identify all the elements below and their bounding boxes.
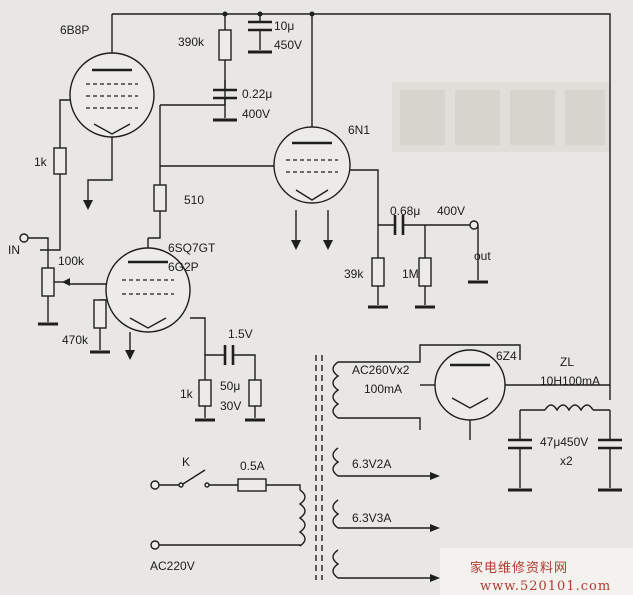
pot-100k-label: 100k: [58, 254, 85, 268]
resistor-470k-label: 470k: [62, 333, 89, 347]
switch-label: K: [182, 455, 190, 469]
secondary-hv-label: AC260Vx2: [352, 363, 410, 377]
cap-10u-label: 10μ: [274, 19, 294, 33]
heater-1-label: 6.3V2A: [352, 457, 391, 471]
tube-v1: [40, 14, 155, 251]
watermark-text: 家电维修资料网: [470, 560, 568, 576]
resistor-390k-label: 390k: [178, 35, 205, 49]
resistor-39k: [368, 225, 388, 309]
input-label: IN: [8, 243, 20, 257]
rectifier-6z4: [420, 349, 610, 440]
cathode-network: [195, 340, 265, 422]
filter-capacitors: [508, 410, 622, 492]
resistor-1m: [415, 225, 435, 309]
cap-50u-label: 50μ: [220, 379, 240, 393]
mains-input: [150, 469, 301, 550]
cap-022u-voltage: 400V: [242, 107, 270, 121]
capacitor-068u: [393, 215, 479, 235]
output-jack: [468, 225, 488, 284]
cap-10u-voltage: 450V: [274, 38, 302, 52]
resistor-39k-label: 39k: [344, 267, 364, 281]
choke-rating: 10H100mA: [540, 374, 600, 388]
cap-022u-label: 0.22μ: [242, 87, 272, 101]
choke-label: ZL: [560, 355, 574, 369]
input-jack: [19, 233, 70, 326]
cap-15v-label: 1.5V: [228, 327, 253, 341]
watermark: [440, 548, 633, 595]
top-rail: [112, 11, 611, 400]
filter-cap-label: 47μ450V: [540, 435, 588, 449]
v3-label-a: 6SQ7GT: [168, 241, 216, 255]
tube-v2: [160, 14, 395, 250]
power-transformer: [298, 344, 521, 582]
resistor-510: [83, 105, 167, 239]
v3-label-b: 6G2P: [168, 260, 199, 274]
choke-zl: [520, 404, 610, 412]
cap-068u-label: 0.68μ: [390, 204, 420, 218]
resistor-1k-top: [53, 147, 67, 175]
resistor-1k-top-label: 1k: [34, 155, 48, 169]
filter-cap-count: x2: [560, 454, 573, 468]
resistor-510-label: 510: [184, 193, 204, 207]
cap-068u-voltage: 400V: [437, 204, 465, 218]
v1-label: 6B8P: [60, 23, 89, 37]
cap-50u-voltage: 30V: [220, 399, 241, 413]
tube-v3: [70, 238, 206, 360]
secondary-hv-current: 100mA: [364, 382, 402, 396]
heater-2-label: 6.3V3A: [352, 511, 391, 525]
v2-label: 6N1: [348, 123, 370, 137]
capacitor-022u: [213, 80, 237, 122]
output-label: out: [474, 249, 491, 263]
capacitor-10u: [248, 14, 272, 54]
rectifier-label: 6Z4: [496, 349, 517, 363]
watermark-site: www.520101.com: [480, 579, 611, 594]
resistor-470k: [90, 299, 110, 354]
fuse-label: 0.5A: [240, 459, 265, 473]
mains-label: AC220V: [150, 559, 195, 573]
resistor-1k-bot-label: 1k: [180, 387, 194, 401]
resistor-1m-label: 1M: [402, 267, 419, 281]
